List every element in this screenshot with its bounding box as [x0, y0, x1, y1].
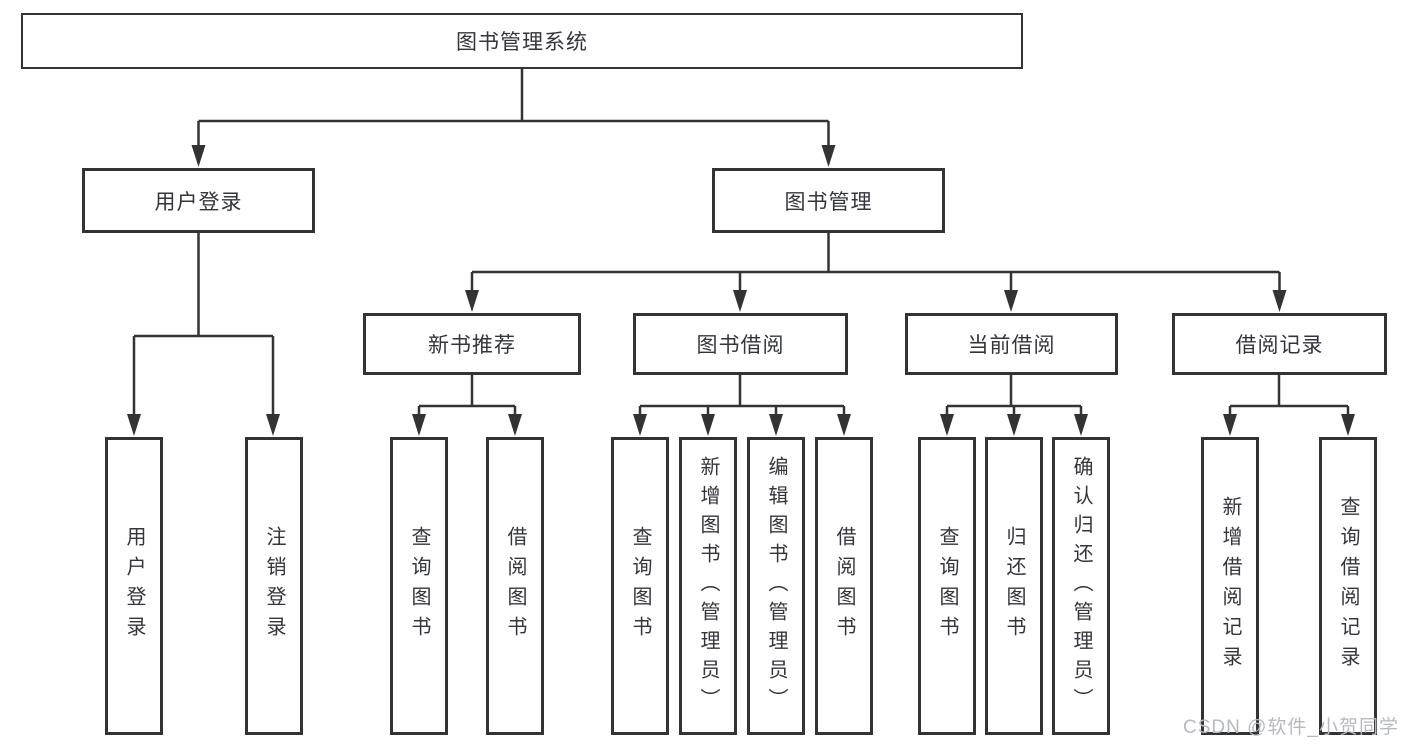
leaf-current-query-book-label: 查询图书: [936, 526, 958, 646]
leaf-logout-label: 注销登录: [263, 526, 285, 646]
leaf-user-login-label: 用户登录: [123, 526, 145, 646]
node-new-book-recommend: 新书推荐: [363, 313, 581, 375]
leaf-borrow-query-book-label: 查询图书: [629, 526, 651, 646]
leaf-borrow-edit-book-admin: 编辑图书（管理员）: [747, 437, 805, 735]
leaf-current-return-book-label: 归还图书: [1003, 526, 1025, 646]
leaf-recommend-borrow-book: 借阅图书: [486, 437, 544, 735]
leaf-borrow-add-book-admin: 新增图书（管理员）: [679, 437, 737, 735]
leaf-current-query-book: 查询图书: [918, 437, 976, 735]
node-book-management: 图书管理: [712, 168, 945, 233]
leaf-record-query-label: 查询借阅记录: [1337, 496, 1359, 676]
node-book-borrow-label: 图书借阅: [696, 334, 785, 357]
leaf-current-confirm-return-admin: 确认归还（管理员）: [1052, 437, 1110, 735]
node-book-borrow: 图书借阅: [633, 313, 848, 375]
node-current-borrow-label: 当前借阅: [967, 334, 1056, 357]
csdn-watermark: CSDN @软件_小贺同学: [1183, 717, 1399, 738]
leaf-borrow-query-book: 查询图书: [611, 437, 669, 735]
node-library-system: 图书管理系统: [21, 13, 1023, 69]
node-library-system-label: 图书管理系统: [456, 31, 588, 54]
leaf-record-query: 查询借阅记录: [1319, 437, 1377, 735]
leaf-borrow-borrow-book-label: 借阅图书: [833, 526, 855, 646]
node-new-book-recommend-label: 新书推荐: [428, 334, 516, 357]
leaf-recommend-borrow-book-label: 借阅图书: [504, 526, 526, 646]
leaf-logout: 注销登录: [245, 437, 303, 735]
leaf-borrow-add-book-admin-label: 新增图书（管理员）: [697, 455, 719, 717]
leaf-borrow-borrow-book: 借阅图书: [815, 437, 873, 735]
leaf-recommend-query-book-label: 查询图书: [408, 526, 430, 646]
node-current-borrow: 当前借阅: [905, 313, 1118, 375]
node-borrow-record-label: 借阅记录: [1235, 334, 1324, 357]
node-user-login-group: 用户登录: [82, 168, 315, 233]
node-user-login-group-label: 用户登录: [154, 190, 243, 214]
leaf-user-login: 用户登录: [105, 437, 163, 735]
leaf-current-return-book: 归还图书: [985, 437, 1043, 735]
leaf-borrow-edit-book-admin-label: 编辑图书（管理员）: [765, 455, 787, 717]
leaf-current-confirm-return-admin-label: 确认归还（管理员）: [1070, 455, 1092, 717]
node-borrow-record: 借阅记录: [1172, 313, 1387, 375]
leaf-record-add: 新增借阅记录: [1201, 437, 1259, 735]
leaf-recommend-query-book: 查询图书: [390, 437, 448, 735]
leaf-record-add-label: 新增借阅记录: [1219, 496, 1241, 676]
node-book-management-label: 图书管理: [784, 190, 873, 214]
